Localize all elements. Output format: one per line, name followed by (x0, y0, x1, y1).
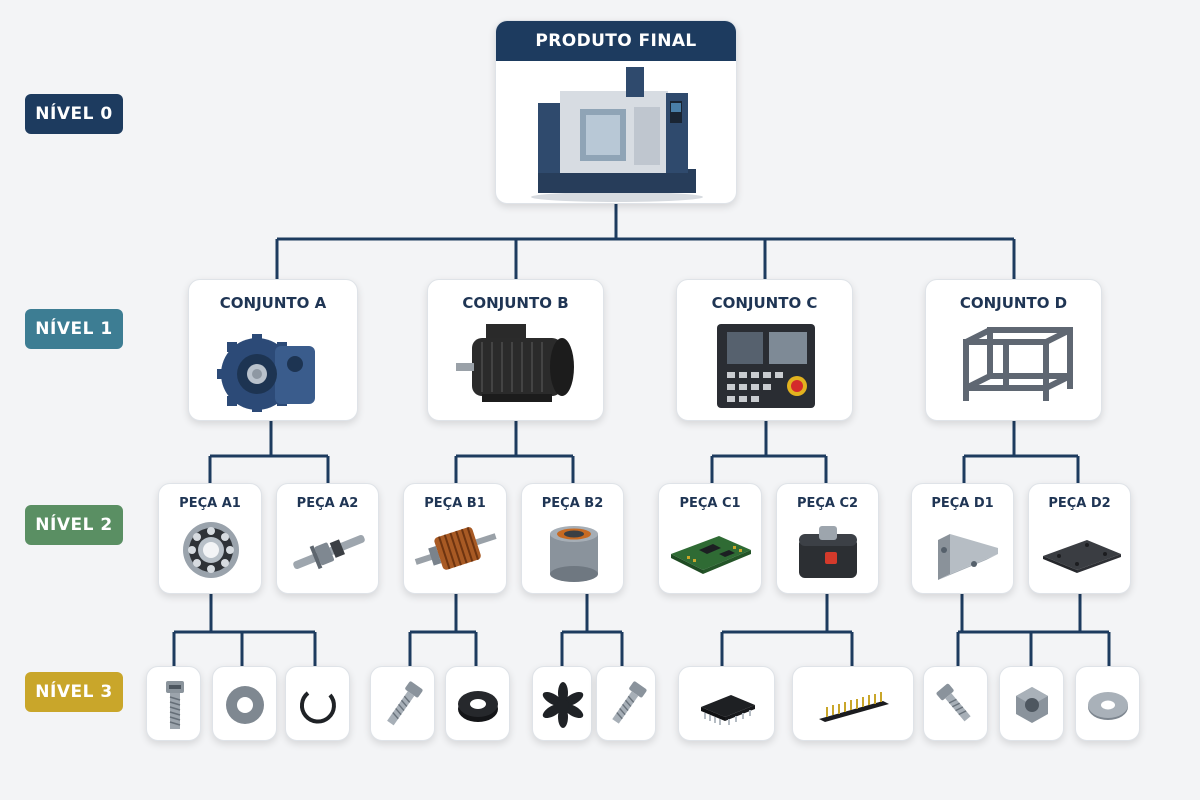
conjunto-b-title: CONJUNTO B (462, 294, 569, 312)
electric-motor-icon (456, 324, 574, 402)
component-hex-nut-card[interactable] (999, 666, 1064, 741)
conjunto-a-card[interactable]: CONJUNTO A (188, 279, 358, 421)
level-3-badge: NÍVEL 3 (25, 672, 123, 712)
ball-bearing-icon (183, 522, 239, 578)
product-final-card[interactable]: PRODUTO FINAL (495, 20, 737, 204)
component-bolt-d-card[interactable] (923, 666, 988, 741)
conjunto-c-card[interactable]: CONJUNTO C (676, 279, 853, 421)
oil-seal-icon (458, 691, 498, 722)
peca-b1-title: PEÇA B1 (424, 496, 486, 511)
peca-d2-card[interactable]: PEÇA D2 (1028, 483, 1131, 594)
retaining-ring-icon (299, 691, 336, 724)
connector-peca-a1 (172, 594, 317, 666)
pin-header-icon (819, 692, 889, 722)
peca-a1-title: PEÇA A1 (179, 496, 241, 511)
component-bolt-b2-card[interactable] (596, 666, 656, 741)
peca-a2-card[interactable]: PEÇA A2 (276, 483, 379, 594)
connector-peca-c2 (720, 594, 854, 666)
bolt-icon (612, 681, 647, 724)
cnc-machine-icon (531, 67, 703, 202)
conjunto-b-card[interactable]: CONJUNTO B (427, 279, 604, 421)
peca-b1-card[interactable]: PEÇA B1 (403, 483, 507, 594)
component-flat-washer-card[interactable] (1075, 666, 1140, 741)
connector-conjunto-d (962, 421, 1080, 483)
level-1-badge: NÍVEL 1 (25, 309, 123, 349)
component-pin-header-card[interactable] (792, 666, 914, 741)
connector-conjunto-a (208, 421, 330, 483)
component-bolt-b-card[interactable] (370, 666, 435, 741)
product-final-title: PRODUTO FINAL (496, 21, 736, 61)
conjunto-d-card[interactable]: CONJUNTO D (925, 279, 1102, 421)
metal-plate-icon (1043, 540, 1121, 573)
connector-peca-b1 (408, 594, 478, 666)
level-2-badge: NÍVEL 2 (25, 505, 123, 545)
control-panel-icon (717, 324, 815, 408)
connector-conjunto-c (710, 421, 828, 483)
peca-b2-card[interactable]: PEÇA B2 (521, 483, 624, 594)
screw-icon (166, 681, 184, 729)
stator-icon (550, 526, 598, 582)
bolt-icon (936, 683, 971, 722)
peca-a2-title: PEÇA A2 (296, 496, 359, 511)
component-fan-card[interactable] (532, 666, 592, 741)
switch-module-icon (799, 526, 857, 578)
peca-a1-card[interactable]: PEÇA A1 (158, 483, 262, 594)
peca-d2-title: PEÇA D2 (1048, 496, 1111, 511)
connector-conjunto-b (454, 421, 575, 483)
peca-d1-card[interactable]: PEÇA D1 (911, 483, 1014, 594)
angle-bracket-icon (938, 534, 998, 580)
conjunto-a-title: CONJUNTO A (219, 294, 327, 312)
gearbox-icon (217, 334, 315, 412)
level-0-badge: NÍVEL 0 (25, 94, 123, 134)
conjunto-c-title: CONJUNTO C (711, 294, 818, 312)
rotor-icon (414, 527, 497, 570)
conjunto-d-title: CONJUNTO D (959, 294, 1068, 312)
washer-icon (226, 686, 264, 724)
hex-nut-icon (1016, 687, 1048, 723)
peca-c1-card[interactable]: PEÇA C1 (658, 483, 762, 594)
bolt-icon (387, 681, 423, 726)
circuit-board-icon (671, 536, 751, 574)
peca-c1-title: PEÇA C1 (679, 496, 741, 511)
component-oil-seal-card[interactable] (445, 666, 510, 741)
ic-chip-icon (701, 695, 755, 725)
component-washer-card[interactable] (212, 666, 277, 741)
flat-washer-icon (1088, 692, 1128, 720)
peca-b2-title: PEÇA B2 (541, 496, 604, 511)
peca-d1-title: PEÇA D1 (931, 496, 994, 511)
component-retaining-ring-card[interactable] (285, 666, 350, 741)
component-ic-chip-card[interactable] (678, 666, 775, 741)
peca-c2-card[interactable]: PEÇA C2 (776, 483, 879, 594)
connector-level0-level1 (275, 204, 1016, 279)
component-screw-card[interactable] (146, 666, 201, 741)
steel-frame-icon (963, 327, 1073, 401)
peca-c2-title: PEÇA C2 (796, 496, 859, 511)
connector-peca-b2 (560, 594, 624, 666)
connector-peca-d1 (956, 594, 1111, 666)
shaft-icon (293, 534, 365, 570)
fan-icon (542, 682, 584, 728)
